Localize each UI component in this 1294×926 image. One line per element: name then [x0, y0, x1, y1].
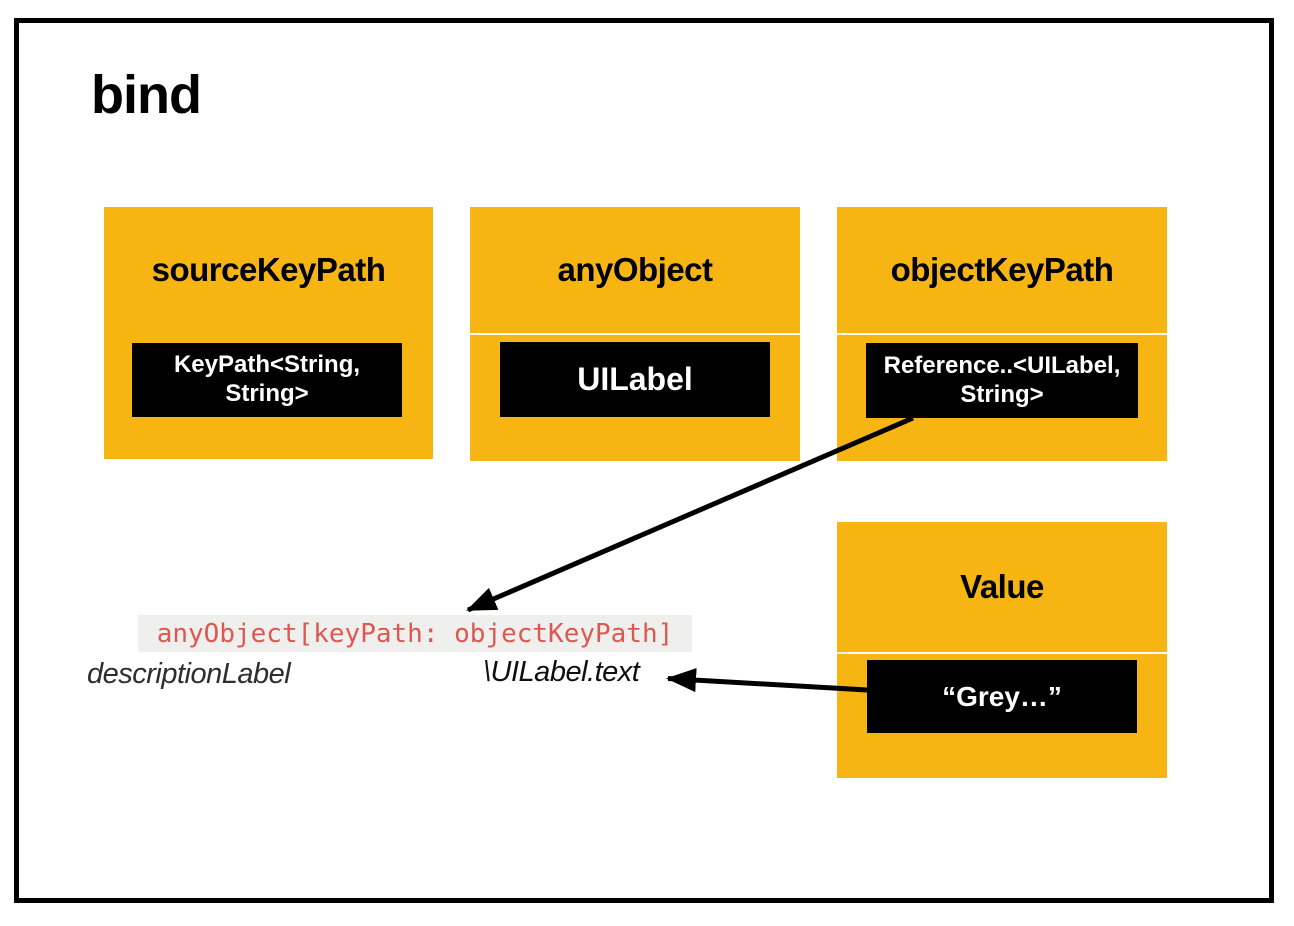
chip-keypath-string-string: KeyPath<String, String>	[132, 343, 402, 417]
page-title: bind	[91, 65, 202, 125]
card-divider	[837, 652, 1167, 654]
card-value: Value “Grey…”	[837, 522, 1167, 778]
code-subscript-expression: anyObject[keyPath: objectKeyPath]	[138, 615, 692, 652]
chip-uilabel: UILabel	[500, 342, 770, 417]
card-title: Value	[960, 568, 1044, 605]
chip-grey-value: “Grey…”	[867, 660, 1137, 733]
description-label-annotation: descriptionLabel	[87, 658, 291, 690]
card-sourceKeyPath: sourceKeyPath KeyPath<String, String>	[104, 207, 433, 459]
card-divider	[837, 333, 1167, 335]
card-title: objectKeyPath	[890, 251, 1114, 288]
uilabel-keypath-annotation: \UILabel.text	[483, 656, 640, 688]
card-divider	[470, 333, 800, 335]
card-objectKeyPath: objectKeyPath Reference..<UILabel, Strin…	[837, 207, 1167, 461]
card-title: sourceKeyPath	[151, 251, 386, 288]
card-anyObject: anyObject UILabel	[470, 207, 800, 461]
chip-reference-keypath: Reference..<UILabel, String>	[866, 343, 1138, 418]
card-title: anyObject	[557, 251, 713, 288]
